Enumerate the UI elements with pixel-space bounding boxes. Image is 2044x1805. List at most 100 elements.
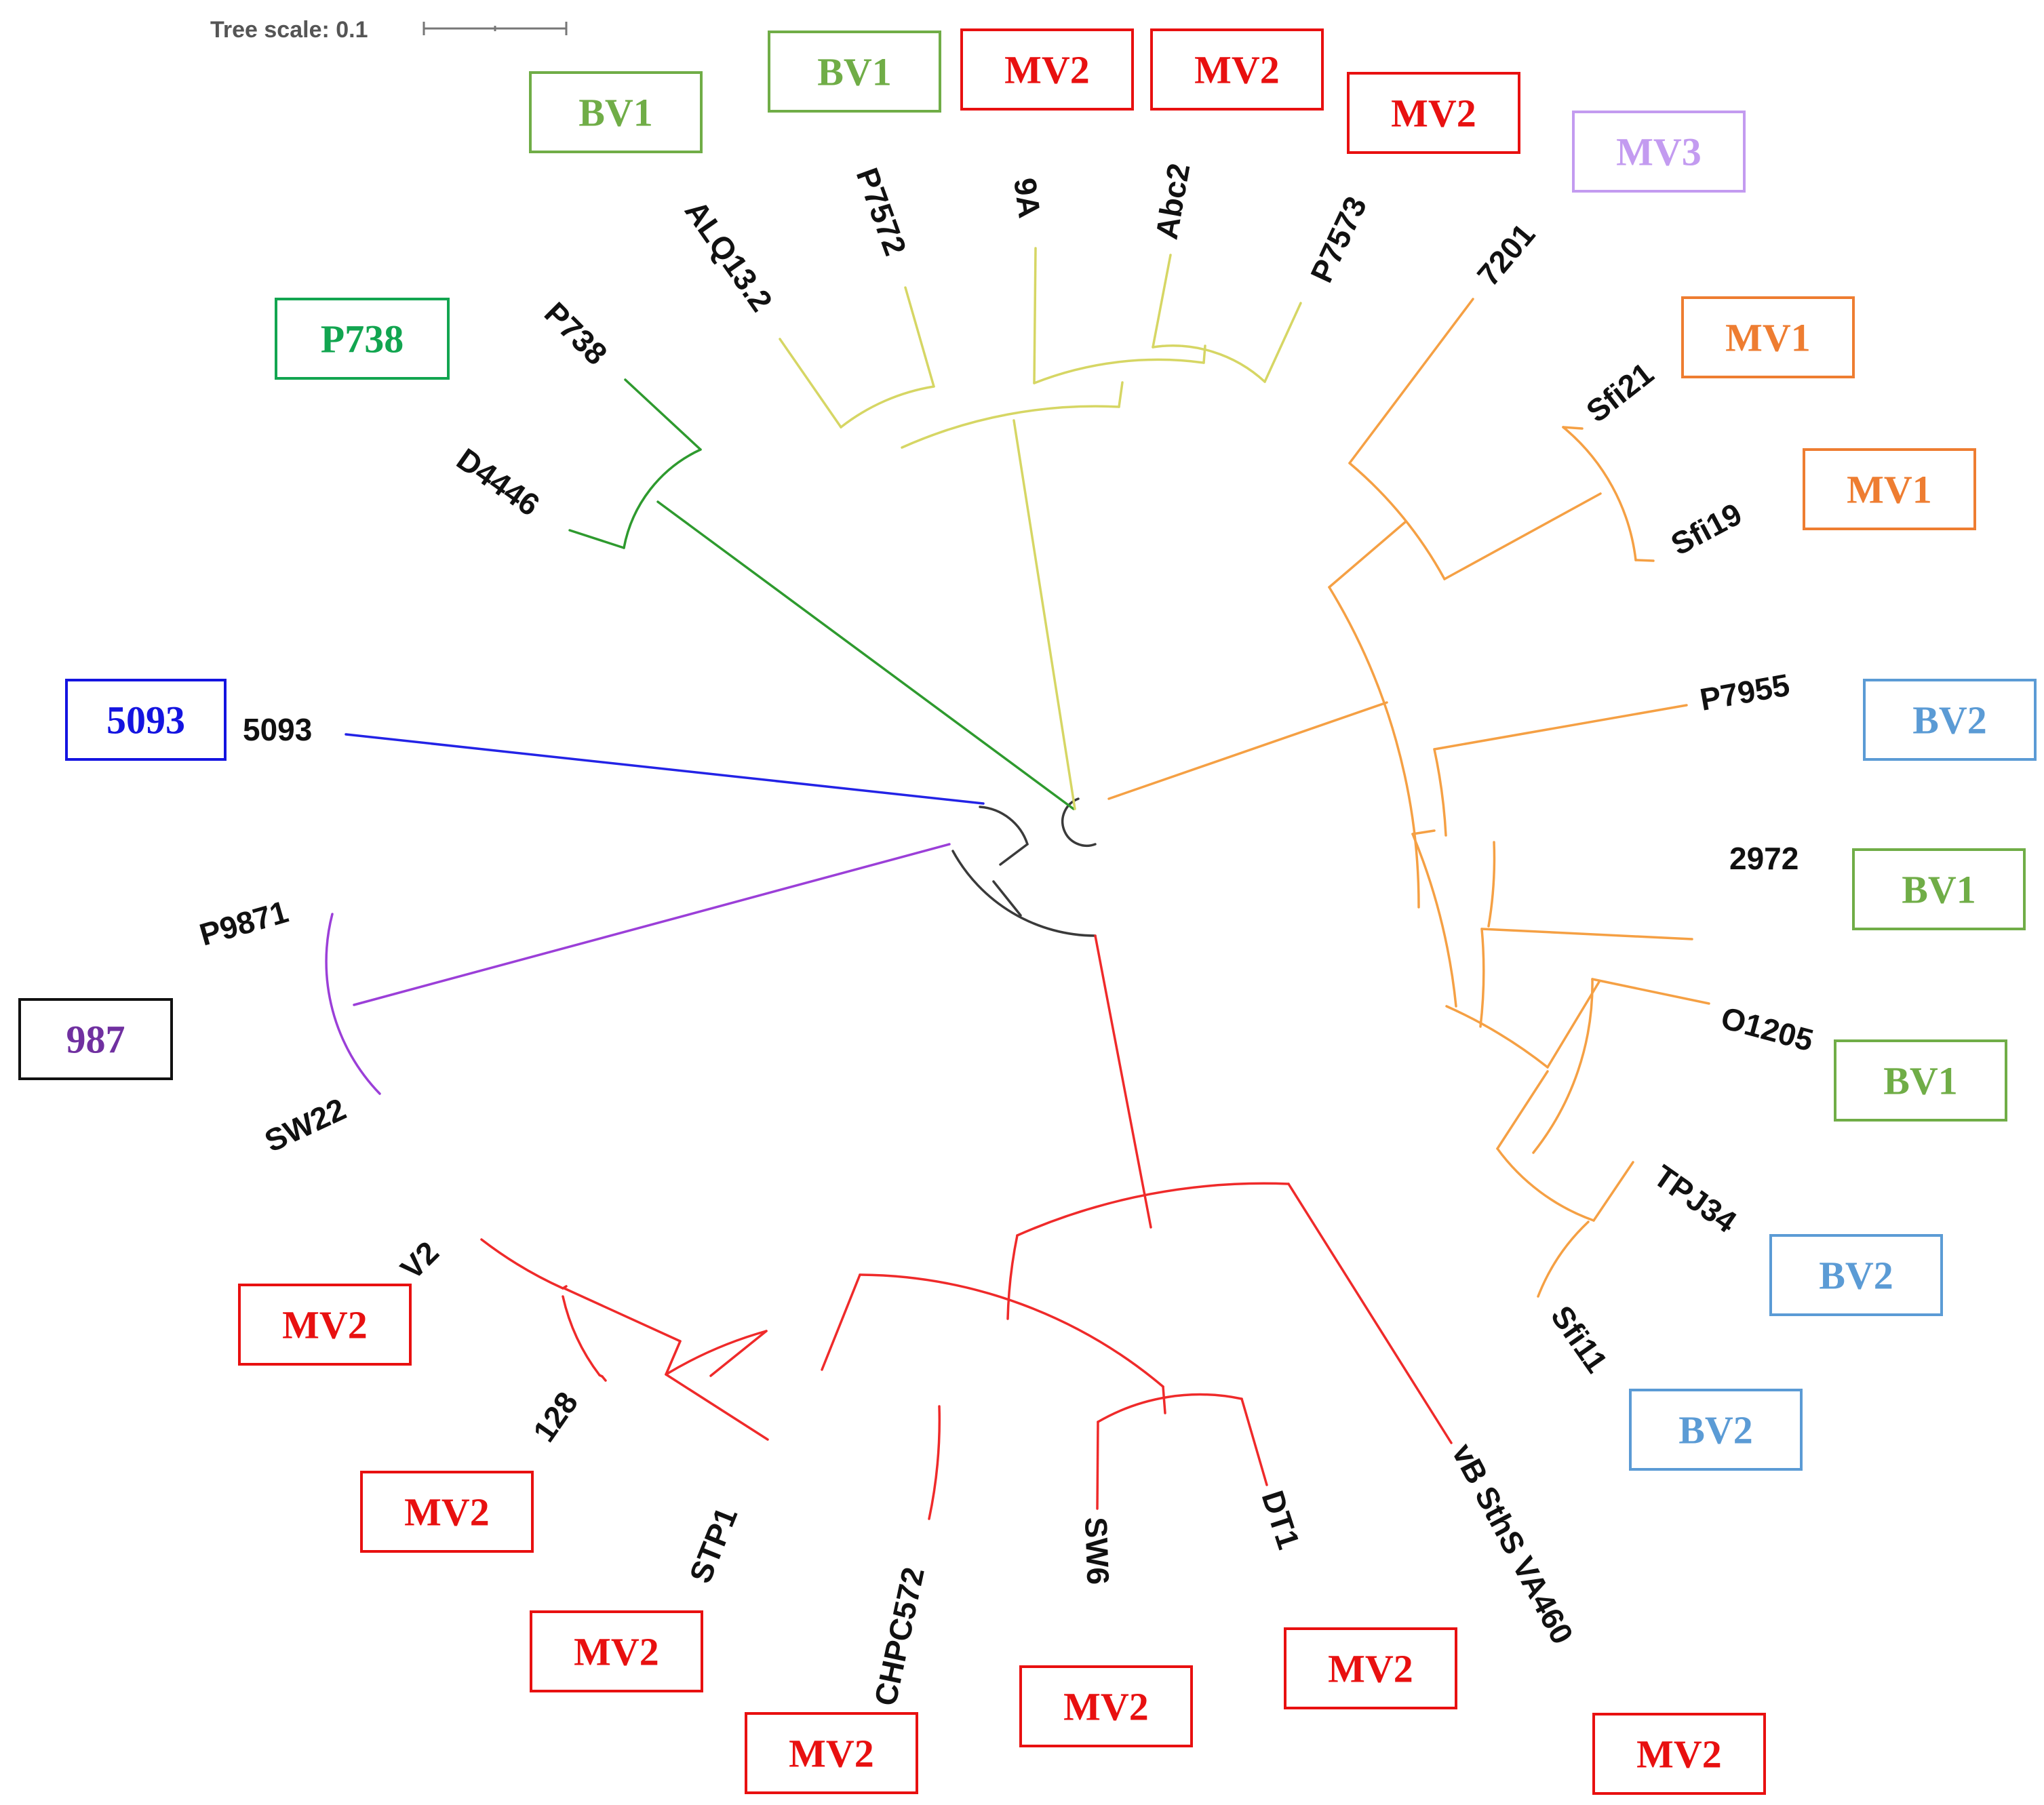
group-box: BV2 — [1629, 1389, 1803, 1471]
group-box-label: 987 — [66, 1018, 125, 1062]
group-box-label: BV2 — [1678, 1408, 1753, 1452]
group-box: MV1 — [1803, 448, 1976, 530]
tip-label: STP1 — [682, 1503, 744, 1588]
group-box-label: MV2 — [1004, 48, 1090, 92]
group-box-label: BV1 — [817, 50, 892, 94]
group-box-label: BV1 — [578, 91, 653, 135]
group-box: P738 — [275, 298, 450, 380]
group-box: MV2 — [360, 1471, 534, 1553]
group-box: MV2 — [1150, 28, 1324, 111]
group-box-frame — [960, 28, 1134, 111]
group-box: BV1 — [768, 31, 941, 113]
group-box-label: MV1 — [1725, 316, 1811, 360]
tip-label: TPJ34 — [1647, 1158, 1743, 1240]
tip-label: CHPC572 — [867, 1564, 931, 1709]
group-box: MV2 — [1592, 1713, 1766, 1795]
group-box-label: P738 — [321, 317, 404, 361]
group-box-frame — [768, 31, 941, 113]
tip-label: 2972 — [1729, 841, 1799, 876]
group-box-frame — [1629, 1389, 1803, 1471]
group-box-frame — [1863, 679, 2037, 761]
group-box: BV2 — [1863, 679, 2037, 761]
group-box-frame — [1284, 1627, 1457, 1709]
tip-label: V2 — [393, 1235, 446, 1287]
group-box: MV2 — [1284, 1627, 1457, 1709]
group-box-frame — [275, 298, 450, 380]
tip-label: Sfi21 — [1579, 355, 1660, 429]
group-box: MV2 — [530, 1610, 703, 1692]
group-box-label: MV3 — [1616, 130, 1702, 174]
clade-987 — [325, 843, 951, 1095]
tip-label: 5093 — [243, 712, 312, 747]
group-box-frame — [530, 1610, 703, 1692]
tip-label: 128 — [526, 1385, 585, 1448]
group-box: MV2 — [1019, 1665, 1193, 1747]
group-box-label: MV2 — [1194, 48, 1280, 92]
clade-5093 — [345, 733, 985, 805]
group-box-frame — [1592, 1713, 1766, 1795]
group-box-frame — [1347, 72, 1520, 154]
group-box-label: BV2 — [1819, 1254, 1893, 1298]
tip-label: O1205 — [1717, 999, 1817, 1058]
group-box-label: MV2 — [1636, 1732, 1722, 1777]
group-box-label: 5093 — [106, 698, 185, 742]
tip-label: P7955 — [1697, 667, 1792, 717]
group-box-frame — [1852, 848, 2026, 930]
tip-label: D4446 — [450, 441, 546, 523]
group-box-frame — [65, 679, 227, 761]
tip-label: Sfi19 — [1665, 496, 1747, 562]
group-box-label: MV2 — [789, 1732, 874, 1776]
group-box-frame — [360, 1471, 534, 1553]
group-box-frame — [1803, 448, 1976, 530]
group-box-label: MV2 — [1328, 1647, 1413, 1691]
root-clade — [951, 797, 1097, 937]
group-box-frame — [1681, 296, 1855, 378]
group-box: 5093 — [65, 679, 227, 761]
tip-label: 9A — [1007, 176, 1048, 220]
group-box-frame — [1834, 1039, 2007, 1122]
group-box-frame — [529, 71, 703, 153]
group-box: BV1 — [529, 71, 703, 153]
group-box-frame — [745, 1712, 918, 1794]
clade-orange — [1107, 298, 1710, 1298]
clade-yellow — [779, 247, 1302, 810]
tree-scale-label: Tree scale: 0.1 — [210, 17, 368, 43]
tip-label: SW22 — [259, 1091, 351, 1159]
group-box-label: MV2 — [282, 1303, 368, 1347]
group-box: MV2 — [960, 28, 1134, 111]
group-box-label: BV2 — [1912, 698, 1987, 742]
group-box: MV2 — [238, 1284, 412, 1366]
tip-label: ALQ13.2 — [678, 194, 780, 318]
tip-label: 7201 — [1470, 217, 1542, 293]
tip-label: DT1 — [1255, 1486, 1306, 1553]
clade-p738 — [568, 378, 1075, 810]
tip-label: Abc2 — [1149, 161, 1197, 242]
group-box-label: MV2 — [1063, 1685, 1149, 1729]
group-box-label: BV1 — [1902, 868, 1976, 912]
group-box: BV2 — [1769, 1234, 1943, 1316]
group-box-frame — [18, 998, 173, 1080]
group-box-frame — [1150, 28, 1324, 111]
group-labels: 5093 987 P738 BV1 BV1 MV2 MV2 MV2 MV3 MV… — [18, 28, 2037, 1795]
group-box-frame — [1769, 1234, 1943, 1316]
group-box: MV2 — [1347, 72, 1520, 154]
group-box-label: MV2 — [574, 1630, 659, 1674]
group-box-frame — [238, 1284, 412, 1366]
tree-scale: Tree scale: 0.1 — [210, 17, 568, 43]
tip-label: P7572 — [850, 163, 913, 260]
tip-label: SW6 — [1078, 1517, 1116, 1585]
clade-red — [480, 934, 1453, 1520]
tip-label: Sfi11 — [1544, 1299, 1615, 1379]
group-box-label: MV2 — [404, 1490, 490, 1534]
group-box: 987 — [18, 998, 173, 1080]
group-box: MV2 — [745, 1712, 918, 1794]
group-box: MV3 — [1572, 111, 1746, 193]
group-box: MV1 — [1681, 296, 1855, 378]
group-box-label: MV2 — [1391, 92, 1476, 136]
group-box: BV1 — [1834, 1039, 2007, 1122]
tip-label: P738 — [538, 295, 614, 372]
group-box-label: MV1 — [1847, 468, 1932, 512]
tip-label: P7573 — [1303, 191, 1373, 288]
group-box-frame — [1019, 1665, 1193, 1747]
